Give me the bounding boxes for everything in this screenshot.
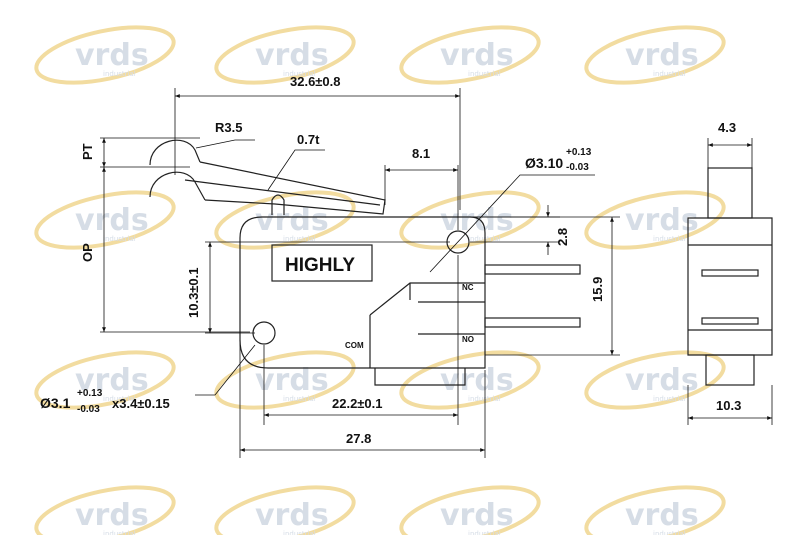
- watermark-text: vrds: [625, 498, 699, 533]
- dim-radius: R3.5: [215, 120, 242, 135]
- watermark-tagline: industrial: [103, 70, 136, 78]
- dim-overall-length: 32.6±0.8: [290, 74, 341, 89]
- watermark-tagline: industrial: [468, 395, 501, 403]
- terminal-no-label: NO: [462, 335, 474, 344]
- watermark-text: vrds: [75, 203, 149, 238]
- dim-op: OP: [80, 243, 95, 262]
- dim-bottom-hole-dia: Ø3.1: [40, 395, 71, 411]
- brand-label-box: [271, 244, 373, 282]
- watermark-text: vrds: [440, 498, 514, 533]
- watermark-text: vrds: [625, 203, 699, 238]
- watermark-tagline: industrial: [468, 235, 501, 243]
- switch-body: [239, 216, 486, 369]
- dimension-lines: [100, 88, 773, 458]
- watermark-tagline: industrial: [653, 235, 686, 243]
- watermark-tagline: industrial: [283, 530, 316, 535]
- plunger: [271, 194, 285, 215]
- side-actuator: [707, 167, 753, 219]
- watermark-text: vrds: [440, 363, 514, 398]
- watermark-tagline: industrial: [103, 530, 136, 535]
- dim-hole-top: 2.8: [555, 228, 570, 246]
- watermark-text: vrds: [255, 38, 329, 73]
- watermark-tagline: industrial: [283, 395, 316, 403]
- watermark-text: vrds: [75, 498, 149, 533]
- dim-height: 15.9: [590, 277, 605, 302]
- dim-side-width: 10.3: [716, 398, 741, 413]
- dim-bottom-hole-tol-plus: +0.13: [77, 388, 103, 399]
- dim-body-mid: 22.2±0.1: [332, 396, 383, 411]
- dim-top-hole-dia: Ø3.10: [525, 155, 563, 171]
- front-view: [149, 139, 581, 386]
- watermark-tagline: industrial: [103, 395, 136, 403]
- dim-hole-offset: 8.1: [412, 146, 430, 161]
- dim-top-hole-tol-plus: +0.13: [566, 147, 592, 158]
- watermark-text: vrds: [255, 203, 329, 238]
- dim-body-length: 27.8: [346, 431, 371, 446]
- dim-bottom-hole-tol-minus: -0.03: [77, 404, 100, 415]
- side-terminal: [705, 354, 755, 386]
- dim-side-top-width: 4.3: [718, 120, 736, 135]
- terminal-com-label: COM: [345, 341, 364, 350]
- side-body: [687, 217, 773, 356]
- watermark-tagline: industrial: [468, 530, 501, 535]
- lever-arm: [199, 161, 386, 215]
- watermark-tagline: industrial: [653, 395, 686, 403]
- watermark-tagline: industrial: [468, 70, 501, 78]
- watermark-tagline: industrial: [653, 70, 686, 78]
- watermark-layer: vrdsindustrialvrdsindustrialvrdsindustri…: [34, 25, 726, 535]
- watermark-text: vrds: [625, 363, 699, 398]
- brand-label: HIGHLY: [285, 255, 355, 276]
- terminal-nc: [484, 264, 581, 275]
- dim-thickness: 0.7t: [297, 132, 320, 147]
- watermark-text: vrds: [75, 363, 149, 398]
- terminal-no: [484, 317, 581, 328]
- lever-hook-upper: [149, 139, 201, 166]
- watermark-tagline: industrial: [103, 235, 136, 243]
- watermark-text: vrds: [255, 363, 329, 398]
- watermark-tagline: industrial: [653, 530, 686, 535]
- watermark-text: vrds: [625, 38, 699, 73]
- watermark-text: vrds: [255, 498, 329, 533]
- watermark-text: vrds: [75, 38, 149, 73]
- bottom-mounting-hole: [252, 321, 276, 345]
- terminal-nc-label: NC: [462, 283, 474, 292]
- dim-bottom-hole-slot: x3.4±0.15: [112, 396, 170, 411]
- watermark-tagline: industrial: [283, 70, 316, 78]
- watermark-text: vrds: [440, 38, 514, 73]
- watermark-tagline: industrial: [283, 235, 316, 243]
- dim-pt: PT: [80, 143, 95, 160]
- side-view: [687, 167, 773, 386]
- terminal-com: [374, 368, 466, 386]
- dim-top-hole-tol-minus: -0.03: [566, 162, 589, 173]
- dim-hole-spacing: 10.3±0.1: [186, 267, 201, 318]
